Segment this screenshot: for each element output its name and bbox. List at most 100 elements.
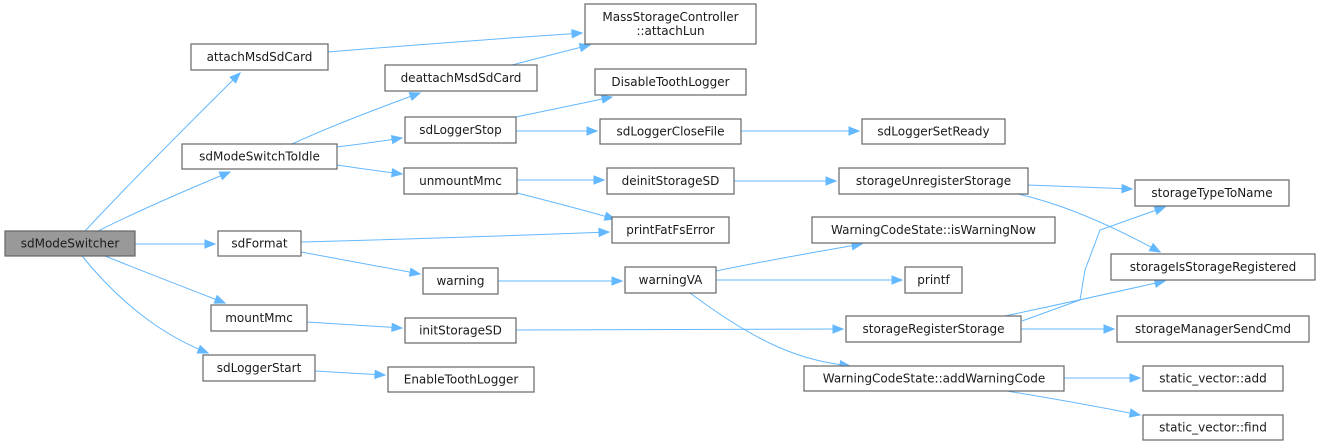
edge-sdModeSwitcher-to-attachMsdSdCard [84, 72, 241, 232]
node-box[interactable] [404, 116, 517, 144]
node-storageTypeToName[interactable]: storageTypeToName [1134, 179, 1290, 207]
node-mountMmc[interactable]: mountMmc [210, 304, 308, 332]
node-DisableToothLogger[interactable]: DisableToothLogger [594, 68, 747, 96]
node-label: storageManagerSendCmd [1135, 322, 1291, 336]
node-box[interactable] [384, 64, 538, 92]
node-sdLoggerSetReady[interactable]: sdLoggerSetReady [861, 118, 1006, 145]
edge-sdLoggerStart-to-EnableToothLogger [314, 369, 387, 380]
node-box[interactable] [217, 230, 302, 257]
arrowhead-icon [229, 72, 241, 84]
edge-warningVA-to-isWarningNow [715, 241, 864, 272]
node-box[interactable] [403, 167, 518, 195]
edge-line [1017, 193, 1161, 253]
node-addWarningCode[interactable]: WarningCodeState::addWarningCode [803, 365, 1065, 392]
node-box[interactable] [594, 68, 747, 96]
node-box[interactable] [803, 365, 1065, 392]
node-box[interactable] [606, 167, 735, 195]
node-attachMsdSdCard[interactable]: attachMsdSdCard [190, 43, 329, 71]
node-storageManagerSendCmd[interactable]: storageManagerSendCmd [1116, 315, 1310, 343]
edge-line [515, 96, 613, 118]
edge-storageRegisterStorage-to-storageIsStorageRegistered [1004, 278, 1167, 317]
arrowhead-icon [1129, 373, 1142, 383]
edge-sdLoggerStop-to-DisableToothLogger [515, 94, 614, 118]
edge-unmountMmc-to-printFatFsError [516, 192, 617, 221]
node-sdFormat[interactable]: sdFormat [217, 230, 302, 257]
arrowhead-icon [374, 369, 387, 380]
node-sdLoggerCloseFile[interactable]: sdLoggerCloseFile [599, 118, 742, 145]
node-label: warningVA [639, 273, 703, 287]
edge-deinitStorageSD-to-storageUnregisterStorage [733, 176, 838, 186]
node-box[interactable] [904, 266, 963, 294]
arrowhead-icon [848, 126, 861, 136]
node-label: sdLoggerSetReady [877, 125, 989, 139]
node-label: sdFormat [231, 237, 287, 251]
node-box[interactable] [599, 118, 742, 145]
arrowhead-icon [408, 92, 422, 102]
arrowhead-icon [391, 322, 404, 333]
node-box[interactable] [845, 315, 1022, 343]
node-box[interactable] [190, 43, 329, 71]
edge-sdFormat-to-warning [300, 251, 422, 277]
node-box[interactable] [611, 216, 730, 244]
node-box[interactable] [861, 118, 1006, 145]
node-box[interactable] [1116, 315, 1310, 343]
node-sdLoggerStart[interactable]: sdLoggerStart [202, 354, 316, 382]
node-label: ::attachLun [636, 24, 704, 38]
node-sdModeSwitchToIdle[interactable]: sdModeSwitchToIdle [181, 143, 338, 170]
node-box[interactable] [1134, 179, 1290, 207]
edge-line [314, 370, 386, 376]
node-svAdd[interactable]: static_vector::add [1142, 365, 1284, 392]
node-printf[interactable]: printf [904, 266, 963, 294]
node-EnableToothLogger[interactable]: EnableToothLogger [387, 366, 535, 393]
arrowhead-icon [390, 167, 404, 178]
node-box[interactable] [404, 317, 517, 344]
node-box[interactable] [1142, 414, 1284, 441]
arrowhead-icon [578, 42, 592, 53]
node-label: storageRegisterStorage [863, 322, 1005, 336]
node-isWarningNow[interactable]: WarningCodeState::isWarningNow [811, 216, 1056, 244]
node-box[interactable] [838, 167, 1029, 195]
edge-sdLoggerCloseFile-to-sdLoggerSetReady [741, 126, 861, 136]
node-box[interactable] [181, 143, 338, 170]
node-deattachMsdSdCard[interactable]: deattachMsdSdCard [384, 64, 538, 92]
node-box[interactable] [811, 216, 1056, 244]
edge-mountMmc-to-initStorageSD [306, 321, 404, 333]
node-warning[interactable]: warning [422, 267, 499, 295]
node-box[interactable] [584, 3, 757, 45]
node-attachLun[interactable]: MassStorageController::attachLun [584, 3, 757, 45]
edge-sdModeSwitcher-to-sdModeSwitchToIdle [97, 171, 232, 232]
node-warningVA[interactable]: warningVA [624, 266, 717, 294]
edge-line [81, 255, 209, 354]
node-label: static_vector::add [1159, 372, 1266, 386]
node-storageUnregisterStorage[interactable]: storageUnregisterStorage [838, 167, 1029, 195]
edge-warningVA-to-printf [716, 275, 904, 285]
arrowhead-icon [390, 134, 404, 145]
arrowhead-icon [1148, 242, 1162, 253]
node-initStorageSD[interactable]: initStorageSD [404, 317, 517, 344]
node-sdModeSwitcher[interactable]: sdModeSwitcher [4, 230, 136, 257]
arrowhead-icon [1128, 408, 1142, 418]
node-deinitStorageSD[interactable]: deinitStorageSD [606, 167, 735, 195]
node-box[interactable] [1142, 365, 1284, 392]
node-box[interactable] [210, 304, 308, 332]
arrowhead-icon [832, 324, 845, 334]
node-svFind[interactable]: static_vector::find [1142, 414, 1284, 441]
node-box[interactable] [4, 230, 136, 257]
edge-line [515, 328, 844, 331]
node-storageIsStorageRegistered[interactable]: storageIsStorageRegistered [1110, 253, 1316, 281]
node-label: sdLoggerStart [217, 361, 302, 375]
node-printFatFsError[interactable]: printFatFsError [611, 216, 730, 244]
node-box[interactable] [1110, 253, 1316, 281]
arrowhead-icon [213, 294, 227, 304]
node-box[interactable] [422, 267, 499, 295]
node-unmountMmc[interactable]: unmountMmc [403, 167, 518, 195]
edges-layer [81, 28, 1167, 418]
edge-sdLoggerStop-to-sdLoggerCloseFile [516, 126, 599, 136]
node-box[interactable] [202, 354, 316, 382]
node-box[interactable] [624, 266, 717, 294]
node-storageRegisterStorage[interactable]: storageRegisterStorage [845, 315, 1022, 343]
arrowhead-icon [204, 239, 217, 249]
node-sdLoggerStop[interactable]: sdLoggerStop [404, 116, 517, 144]
node-box[interactable] [387, 366, 535, 393]
